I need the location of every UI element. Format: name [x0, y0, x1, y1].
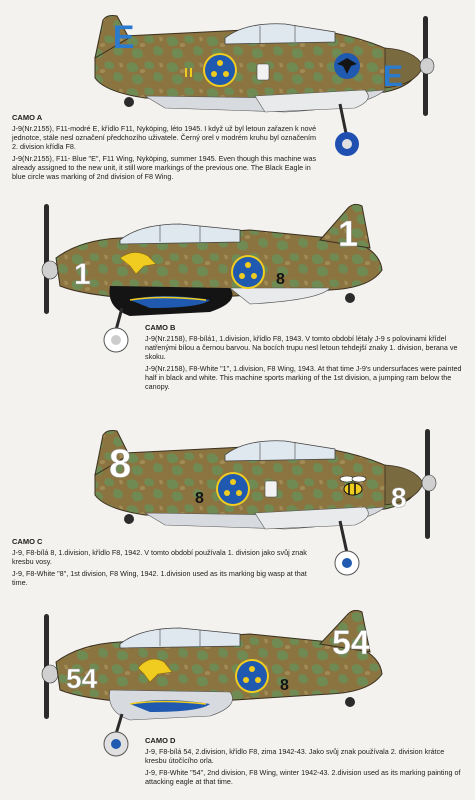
aircraft-code-nose: 8 [391, 482, 407, 513]
aircraft-small-code: 8 [276, 271, 285, 288]
panel-camo-c: 8 8 8 CAMO C J-9, F8-bílá 8, 1.division,… [0, 410, 475, 610]
aircraft-profile-d: 54 54 8 [41, 610, 383, 757]
caption-czech: J-9(Nr.2155), F11-modré E, křídlo F11, N… [12, 124, 317, 151]
aircraft-profile-b: 1 1 8 [41, 203, 383, 353]
caption-english: J-9, F8-White "54", 2nd division, F8 Win… [145, 768, 461, 786]
panel-camo-d: 54 54 8 CAMO D J-9, F8-bílá 54, 2.divisi… [0, 610, 475, 800]
attacking-eagle-insignia-icon [137, 658, 173, 683]
caption-english: J-9, F8-White "8", 1st division, F8 Wing… [12, 569, 307, 587]
caption-czech: J-9, F8-bílá 8, 1.division, křídlo F8, 1… [12, 548, 307, 566]
caption-b: CAMO B J-9(Nr.2158), F8-bílá1, 1.divisio… [145, 323, 463, 394]
caption-czech: J-9, F8-bílá 54, 2.division, křídlo F8, … [145, 747, 445, 765]
caption-english: J-9(Nr.2158), F8-White "1", 1.division, … [145, 364, 462, 391]
aircraft-small-code: 8 [195, 490, 204, 507]
camo-label: CAMO D [145, 736, 176, 745]
aircraft-code-nose: E [383, 60, 403, 93]
caption-english: J-9(Nr.2155), F11- Blue "E", F11 Wing, N… [12, 154, 317, 181]
aircraft-profile-a: E E [94, 15, 435, 156]
aircraft-code-tail: 54 [332, 624, 370, 662]
panel-camo-b: 1 1 8 CAMO B J-9(Nr.2158), F8-bílá1, 1.d… [0, 200, 475, 410]
caption-c: CAMO C J-9, F8-bílá 8, 1.division, křídl… [12, 537, 312, 590]
aircraft-small-code: 8 [280, 677, 289, 694]
caption-a: CAMO A J-9(Nr.2155), F11-modré E, křídlo… [12, 113, 317, 184]
aircraft-code-tail: 8 [109, 442, 131, 486]
caption-czech: J-9(Nr.2158), F8-bílá1, 1.division, kříd… [145, 334, 458, 361]
jumping-ram-insignia-icon [119, 252, 157, 275]
aircraft-code-tail: E [113, 19, 134, 55]
aircraft-code-nose: 1 [74, 258, 91, 291]
camo-label: CAMO B [145, 323, 176, 332]
aircraft-code-tail: 1 [338, 213, 358, 254]
aircraft-code-nose: 54 [66, 663, 98, 694]
panel-camo-a: E E CAMO A J-9(Nr.2155), F11-modré E, kř… [0, 0, 475, 200]
caption-d: CAMO D J-9, F8-bílá 54, 2.division, kříd… [145, 736, 463, 789]
aircraft-profile-c: 8 8 8 [94, 429, 437, 576]
wasp-insignia-icon [339, 475, 367, 496]
black-eagle-insignia-icon [334, 53, 360, 79]
camo-label: CAMO C [12, 537, 43, 546]
camo-label: CAMO A [12, 113, 43, 122]
